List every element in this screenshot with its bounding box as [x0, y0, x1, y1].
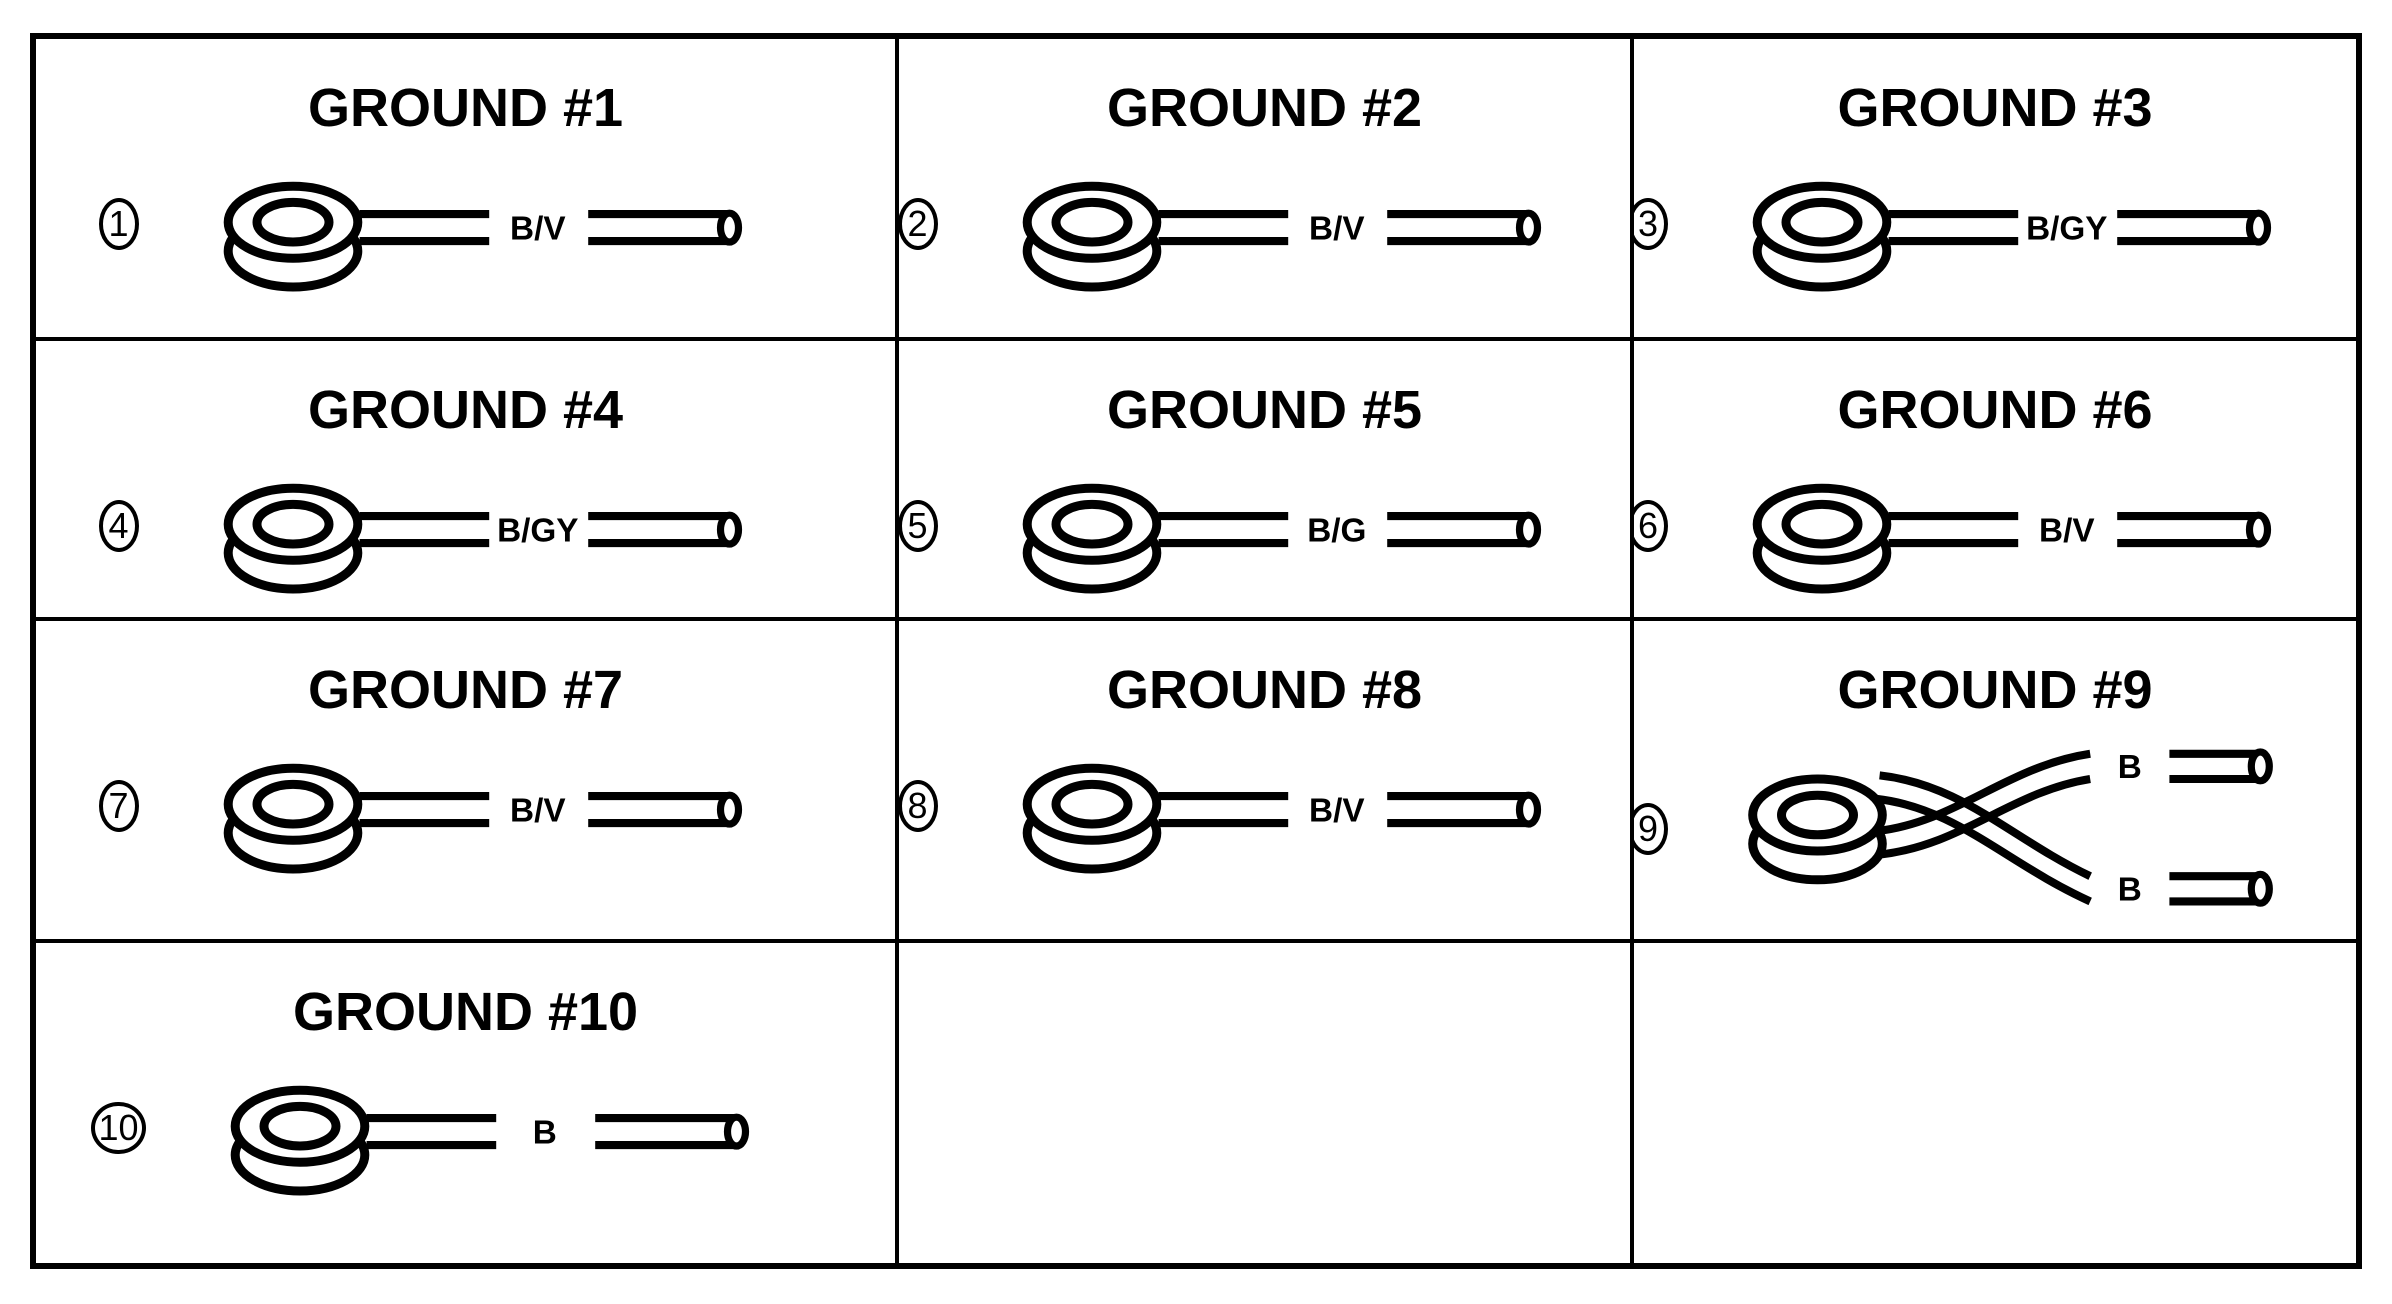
ring-terminal-icon: [1748, 774, 1887, 885]
ground-title: GROUND #7: [307, 660, 624, 720]
wire-color-label: B/GY: [2026, 210, 2107, 247]
wire-end-lower: [2169, 870, 2273, 907]
ring-terminal-diagram-single: B/GY: [1752, 181, 2272, 292]
wire-segment: [359, 210, 489, 246]
callout-number: 3: [1634, 198, 1668, 250]
ground-cell: GROUND #5 5 B/G: [899, 341, 1634, 621]
ring-terminal-icon: [223, 763, 362, 874]
callout-number: 8: [899, 780, 938, 832]
ring-terminal-diagram-single: B/GY: [223, 483, 742, 594]
ground-diagram: 4 B/GY: [36, 445, 895, 607]
callout-number: 7: [98, 780, 139, 832]
callout-number: 9: [1634, 802, 1668, 855]
ground-diagram: 8 B/V: [899, 725, 1630, 887]
ring-terminal-icon: [1022, 763, 1161, 874]
wire-color-label: B/GY: [497, 512, 578, 549]
wire-end: [2117, 209, 2272, 246]
callout-number: 2: [899, 198, 938, 250]
wire-segment: [359, 512, 489, 548]
ring-terminal-icon: [1022, 181, 1161, 292]
ground-title: GROUND #4: [307, 380, 624, 440]
ground-cell: GROUND #8 8 B/V: [899, 621, 1634, 943]
wire-color-label: B/V: [1309, 210, 1365, 247]
ground-cell: GROUND #3 3 B/GY: [1634, 39, 2356, 341]
wire-segment: [1888, 512, 2019, 548]
callout-number: 4: [98, 500, 139, 552]
wire-end-upper: [2169, 748, 2273, 785]
empty-cell: [1634, 943, 2356, 1263]
callout-number: 1: [98, 198, 139, 250]
ground-cell: GROUND #1 1 B/V: [36, 39, 899, 341]
wire-color-label: B/G: [1307, 512, 1366, 549]
wire-end: [587, 511, 742, 548]
ring-terminal-icon: [1752, 483, 1892, 594]
wire-segment: [1888, 210, 2019, 246]
ring-terminal-icon: [1022, 483, 1161, 594]
wire-end: [1386, 209, 1541, 246]
wire-color-label: B/V: [510, 210, 566, 247]
ring-terminal-diagram-single: B/V: [1022, 763, 1541, 874]
ground-diagram: 2 B/V: [899, 143, 1630, 305]
wire-end: [1386, 791, 1541, 828]
ring-terminal-icon: [223, 483, 362, 594]
wire-end: [1386, 511, 1541, 548]
wire-end: [594, 1113, 749, 1150]
ground-cell: GROUND #10 10 B: [36, 943, 899, 1263]
ring-terminal-icon: [223, 181, 362, 292]
ring-terminal-diagram-single: B/V: [223, 181, 742, 292]
ground-diagram: 10 B: [36, 1047, 895, 1209]
wire-lower: [1875, 771, 2092, 906]
callout-number: 10: [91, 1102, 146, 1154]
wire-segment: [1158, 210, 1288, 246]
ground-title: GROUND #10: [292, 982, 639, 1042]
ring-terminal-diagram-double: B B: [1748, 748, 2273, 909]
ground-diagram: 7 B/V: [36, 725, 895, 887]
callout-number: 5: [899, 500, 938, 552]
ground-cell: GROUND #6 6 B/V: [1634, 341, 2356, 621]
ground-diagram: 5 B/G: [899, 445, 1630, 607]
ground-cell: GROUND #4 4 B/GY: [36, 341, 899, 621]
wire-color-label: B/V: [510, 792, 566, 829]
ground-diagram: 3 B/GY: [1634, 143, 2356, 305]
wire-end: [587, 791, 742, 828]
ground-title: GROUND #6: [1837, 380, 2153, 440]
wire-color-label: B: [2118, 749, 2142, 786]
ring-terminal-diagram-single: B/V: [223, 763, 742, 874]
ground-title: GROUND #2: [1106, 78, 1423, 138]
ground-title: GROUND #9: [1837, 660, 2153, 720]
wire-color-label: B: [2118, 872, 2142, 909]
ground-grid: GROUND #1 1 B/V: [30, 33, 2362, 1269]
ring-terminal-diagram-single: B/V: [1752, 483, 2272, 594]
ring-terminal-icon: [1752, 181, 1892, 292]
wire-segment: [359, 792, 489, 828]
ground-diagram: 1 B/V: [36, 143, 895, 305]
wire-color-label: B: [532, 1114, 556, 1151]
ring-terminal-diagram-single: B: [230, 1085, 749, 1196]
wire-color-label: B/V: [1309, 792, 1365, 829]
wire-segment: [1158, 512, 1288, 548]
wire-end: [2117, 511, 2272, 548]
ground-title: GROUND #3: [1837, 78, 2153, 138]
ground-title: GROUND #5: [1106, 380, 1423, 440]
callout-number: 6: [1634, 500, 1668, 552]
wire-color-label: B/V: [2039, 512, 2095, 549]
ground-diagram: 6 B/V: [1634, 445, 2356, 607]
ring-terminal-diagram-single: B/V: [1022, 181, 1541, 292]
wire-end: [587, 209, 742, 246]
ring-terminal-diagram-single: B/G: [1022, 483, 1541, 594]
ground-cell: GROUND #2 2 B/V: [899, 39, 1634, 341]
wire-segment: [366, 1114, 496, 1150]
ground-title: GROUND #1: [307, 78, 624, 138]
ground-diagram: 9 B: [1634, 725, 2356, 932]
wire-segment: [1158, 792, 1288, 828]
ground-title: GROUND #8: [1106, 660, 1423, 720]
empty-cell: [899, 943, 1634, 1263]
ground-cell: GROUND #7 7 B/V: [36, 621, 899, 943]
ring-terminal-icon: [230, 1085, 369, 1196]
ground-cell: GROUND #9 9 B: [1634, 621, 2356, 943]
